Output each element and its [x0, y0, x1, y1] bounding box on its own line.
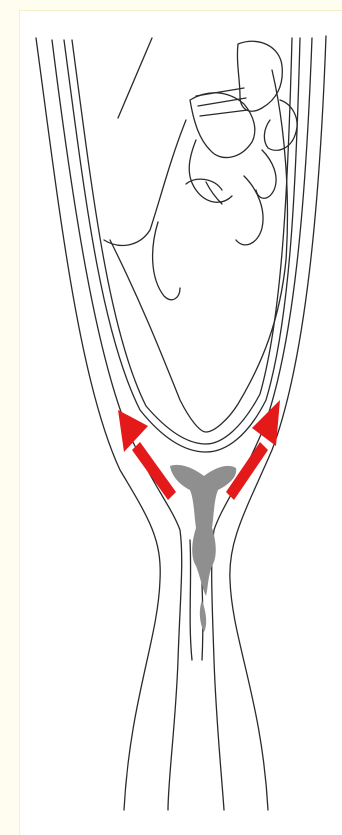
limb-curve [189, 140, 232, 202]
finger-3 [200, 110, 248, 116]
fetal-shoulder [104, 120, 186, 245]
leg-curve [236, 176, 263, 245]
left-arrow-head [118, 410, 148, 452]
right-arrow-head [252, 400, 280, 446]
finger-2 [198, 98, 246, 106]
fetal-head [110, 70, 287, 432]
fetal-ear [153, 222, 180, 300]
membrane-left-1 [64, 40, 206, 452]
mucus-drip [200, 600, 206, 632]
knee-curve [256, 150, 276, 198]
foot-outline [237, 41, 282, 111]
left-arrow-shaft [132, 442, 176, 500]
membrane-right-1 [206, 38, 300, 452]
canal-strand-1 [190, 540, 192, 660]
membrane-left-2 [72, 40, 206, 444]
inner-uterine-wall-left [52, 40, 182, 810]
fetal-line-diagonal [118, 38, 152, 118]
foot-toes [264, 100, 297, 150]
finger-1 [196, 88, 244, 96]
